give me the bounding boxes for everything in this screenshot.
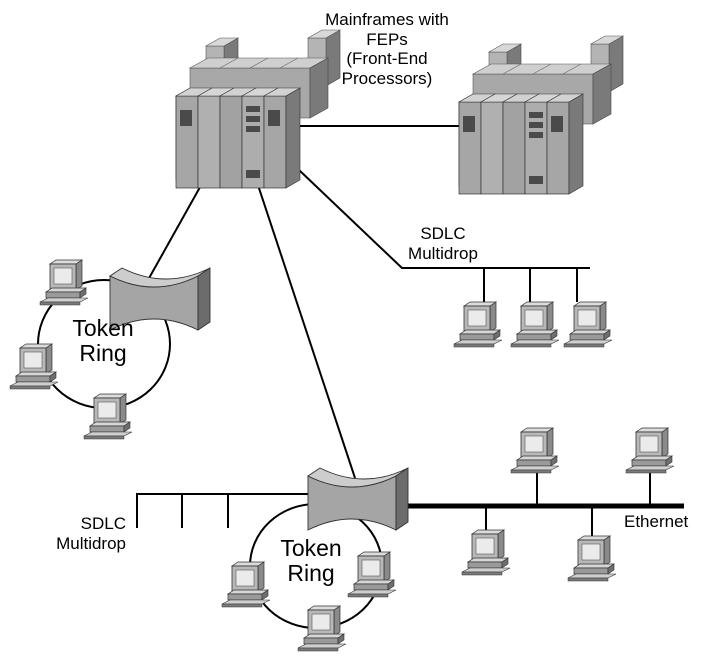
pc-bottom-ring-bottom xyxy=(297,605,347,652)
pc-left-ring-top xyxy=(39,259,89,306)
pc-sdlc-top-1 xyxy=(453,301,503,348)
pc-left-ring-bottom xyxy=(83,393,133,440)
token-ring-left-line1: Token xyxy=(72,315,134,341)
pc-bottom-ring-left xyxy=(221,561,271,608)
mainframes-label: Mainframes with FEPs (Front-End Processo… xyxy=(312,10,462,88)
mainframes-label-line4: Processors) xyxy=(341,68,433,88)
sdlc-top-line2: Multidrop xyxy=(408,243,478,263)
pc-sdlc-top-2 xyxy=(510,301,560,348)
token-ring-left-label: Token Ring xyxy=(58,315,148,367)
link-mainframe-bottom-ring xyxy=(247,154,356,479)
sdlc-bottom-line2: Multidrop xyxy=(56,533,126,553)
token-ring-left-line2: Ring xyxy=(79,340,127,367)
token-ring-bottom-label: Token Ring xyxy=(266,535,356,587)
link-mainframe-sdlc-top xyxy=(277,149,590,269)
pc-ethernet-bottom-2 xyxy=(567,535,617,582)
pc-ethernet-top-2 xyxy=(625,427,675,474)
mainframes-label-line1: Mainframes with xyxy=(325,10,449,29)
token-ring-hub-bottom xyxy=(307,467,409,531)
token-ring-bottom-line2: Ring xyxy=(287,560,335,587)
pc-sdlc-top-3 xyxy=(563,301,613,348)
pc-left-ring-mid xyxy=(9,343,59,390)
mainframe-right xyxy=(458,35,624,195)
mainframes-label-line3: (Front-End xyxy=(346,49,428,69)
mainframes-label-line2: FEPs xyxy=(366,29,408,49)
pc-ethernet-bottom-1 xyxy=(461,529,511,576)
pc-ethernet-top-1 xyxy=(510,427,560,474)
sdlc-multidrop-top-label: SDLC Multidrop xyxy=(398,224,488,263)
ethernet-label: Ethernet xyxy=(624,512,689,531)
token-ring-bottom-line1: Token xyxy=(280,535,342,561)
link-sdlc-bottom xyxy=(136,493,310,528)
sdlc-top-line1: SDLC xyxy=(420,224,466,243)
sdlc-bottom-line1: SDLC xyxy=(80,514,126,533)
sdlc-multidrop-bottom-label: SDLC Multidrop xyxy=(44,514,126,553)
